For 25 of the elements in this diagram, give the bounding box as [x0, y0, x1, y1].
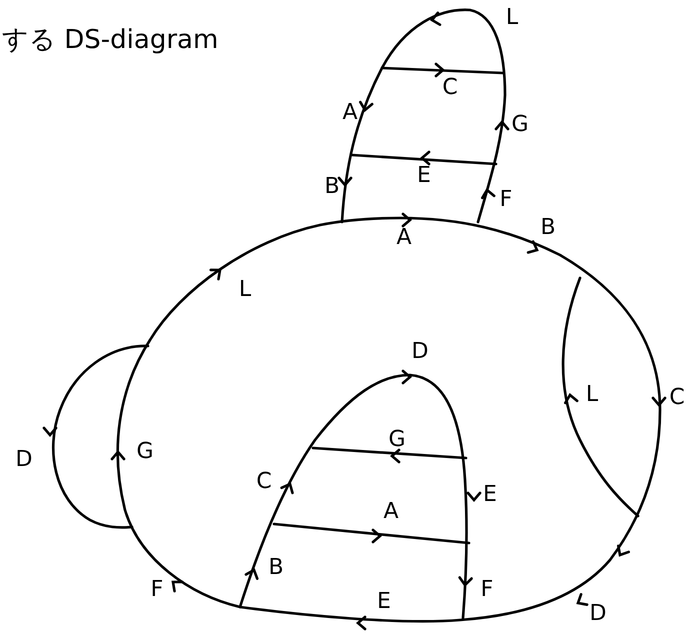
curve-label: D: [590, 603, 606, 625]
curve-label: E: [377, 591, 391, 613]
curve-label: A: [396, 227, 412, 249]
curve-label: B: [540, 217, 556, 239]
curve-label: F: [480, 579, 494, 601]
curve-label: F: [150, 579, 164, 601]
curve-label: F: [500, 189, 512, 211]
curve-label: C: [256, 471, 272, 493]
curve-label: C: [442, 77, 458, 99]
curve-label: C: [669, 387, 685, 409]
curve-label: E: [417, 165, 431, 187]
curve-label: L: [506, 7, 518, 29]
curve-label: B: [324, 176, 340, 198]
curve-label: A: [383, 501, 399, 523]
curve-label: L: [238, 279, 252, 301]
curve-label: D: [412, 341, 428, 363]
curve-label: B: [268, 557, 284, 579]
curve-label: E: [483, 484, 497, 506]
curve-label: G: [511, 114, 529, 136]
curve-label: L: [586, 384, 598, 406]
curve-label: G: [388, 429, 406, 451]
diagram-title: する DS-diagram: [2, 24, 218, 57]
curve-label: A: [342, 102, 358, 124]
curve-label: D: [16, 449, 32, 471]
curve-label: G: [136, 441, 154, 463]
